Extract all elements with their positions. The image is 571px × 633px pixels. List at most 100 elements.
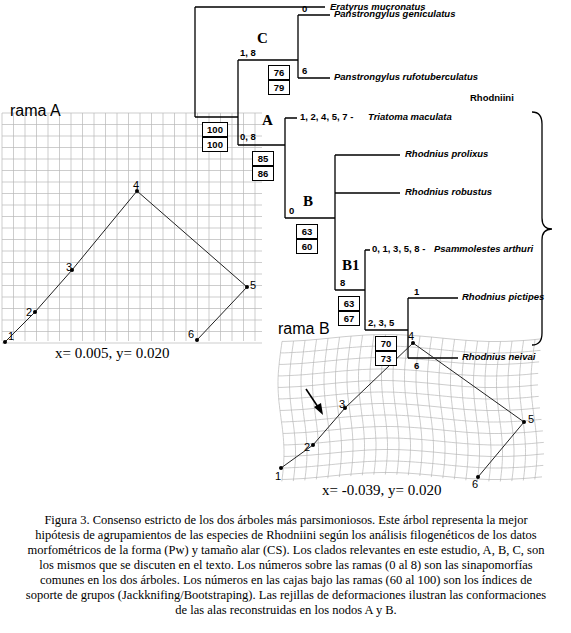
support-value: 63 (344, 298, 355, 309)
grid-line (282, 415, 542, 422)
grid-line (278, 381, 538, 388)
taxon-name: Triatoma maculata (368, 112, 452, 122)
support-box: 100 (202, 122, 228, 137)
pointer-arrow (306, 389, 323, 415)
grid-line (416, 336, 422, 476)
support-value: 60 (302, 241, 313, 252)
support-box: 73 (375, 351, 397, 366)
landmark-number: 6 (472, 478, 478, 490)
support-value: 79 (274, 82, 285, 93)
grid-line (278, 341, 284, 481)
support-box: 79 (268, 80, 290, 95)
clade-a-branch (238, 118, 297, 218)
taxon-name: Rhodnius robustus (405, 187, 492, 197)
synapomorphy: 6 (414, 361, 419, 371)
landmark-number: 2 (26, 306, 32, 318)
synapomorphy: 1, 2, 4, 5, 7 - (300, 112, 353, 122)
grid-line (282, 473, 542, 480)
landmark-dot (522, 420, 526, 424)
support-value: 70 (381, 338, 392, 349)
landmark-number: 1 (8, 330, 14, 342)
support-value: 76 (274, 67, 285, 78)
landmark-dots (3, 189, 526, 479)
landmark-dot (3, 340, 7, 344)
support-value: 63 (302, 226, 313, 237)
support-box: 63 (338, 296, 360, 311)
grid-line (451, 339, 457, 479)
grid-line (497, 342, 503, 482)
support-value: 100 (207, 139, 223, 150)
taxon-name: Panstrongylus rufotuberculatus (334, 72, 478, 82)
support-box: 85 (252, 151, 274, 166)
tribe-name: Rhodniini (470, 93, 514, 103)
shape-coordinates: x= -0.039, y= 0.020 (322, 482, 441, 499)
grid-line (2, 331, 262, 332)
grid-line (2, 205, 262, 206)
grid-line (324, 338, 330, 478)
deformation-grid (2, 113, 262, 343)
clade-c-branch (238, 15, 330, 145)
landmark-number: 5 (528, 413, 534, 425)
synapomorphy: 1, 8 (240, 48, 256, 58)
synapomorphy: 8 (340, 278, 345, 288)
panel-label: rama A (10, 102, 61, 120)
support-box: 100 (202, 137, 228, 152)
grid-line (2, 262, 262, 263)
support-value: 67 (344, 313, 355, 324)
support-box: 86 (252, 166, 274, 181)
landmark-number: 1 (275, 470, 281, 482)
taxon-name: Panstrongylus geniculatus (334, 9, 455, 19)
grid-line (2, 216, 262, 217)
grid-line (347, 336, 353, 476)
grid-line (284, 438, 544, 445)
grid-line (279, 392, 539, 399)
landmark-outline (5, 191, 524, 477)
grid-line (2, 274, 262, 275)
grid-line (2, 297, 262, 298)
landmark-dot (311, 443, 315, 447)
grid-line (2, 251, 262, 252)
grid-line (439, 338, 445, 478)
grid-line (2, 193, 262, 194)
support-box: 63 (296, 224, 318, 239)
synapomorphy: 1 (414, 287, 419, 297)
landmark-dot (245, 285, 249, 289)
clade-letter: A (262, 112, 273, 129)
landmark-dot (195, 338, 199, 342)
support-box: 70 (375, 336, 397, 351)
taxon-name: Rhodnius prolixus (405, 149, 488, 159)
support-value: 100 (207, 124, 223, 135)
grid-line (359, 335, 365, 475)
support-box: 76 (268, 65, 290, 80)
panel-label: rama B (278, 320, 330, 338)
landmark-dot (279, 466, 283, 470)
figure-caption: Figura 3. Consenso estricto de los dos á… (22, 513, 550, 618)
clade-letter: B (303, 193, 313, 210)
arrow-head (314, 403, 323, 415)
grid-line (2, 170, 262, 171)
landmark-number: 2 (304, 441, 310, 453)
synapomorphy: 0 (302, 4, 307, 14)
taxon-name: Rhodnius neivai (462, 352, 535, 362)
tree-branches (195, 7, 458, 358)
grid-line (2, 320, 262, 321)
support-box: 60 (296, 239, 318, 254)
grid-line (278, 369, 538, 376)
taxon-name: Psammolestes arthuri (434, 244, 533, 254)
landmark-number: 3 (339, 398, 345, 410)
shape-coordinates: x= 0.005, y= 0.020 (55, 345, 169, 362)
support-box: 67 (338, 311, 360, 326)
synapomorphy: 6 (302, 66, 307, 76)
landmark-number: 6 (188, 328, 194, 340)
landmark-number: 4 (408, 330, 414, 342)
grid-line (2, 182, 262, 183)
clade-letter: B1 (342, 257, 360, 274)
landmark-outline-b (281, 343, 524, 477)
grid-line (2, 343, 262, 344)
landmark-number: 3 (66, 261, 72, 273)
landmark-number: 4 (133, 179, 139, 191)
grid-line (2, 308, 262, 309)
support-value: 85 (258, 153, 269, 164)
deformation-grid (278, 335, 544, 482)
